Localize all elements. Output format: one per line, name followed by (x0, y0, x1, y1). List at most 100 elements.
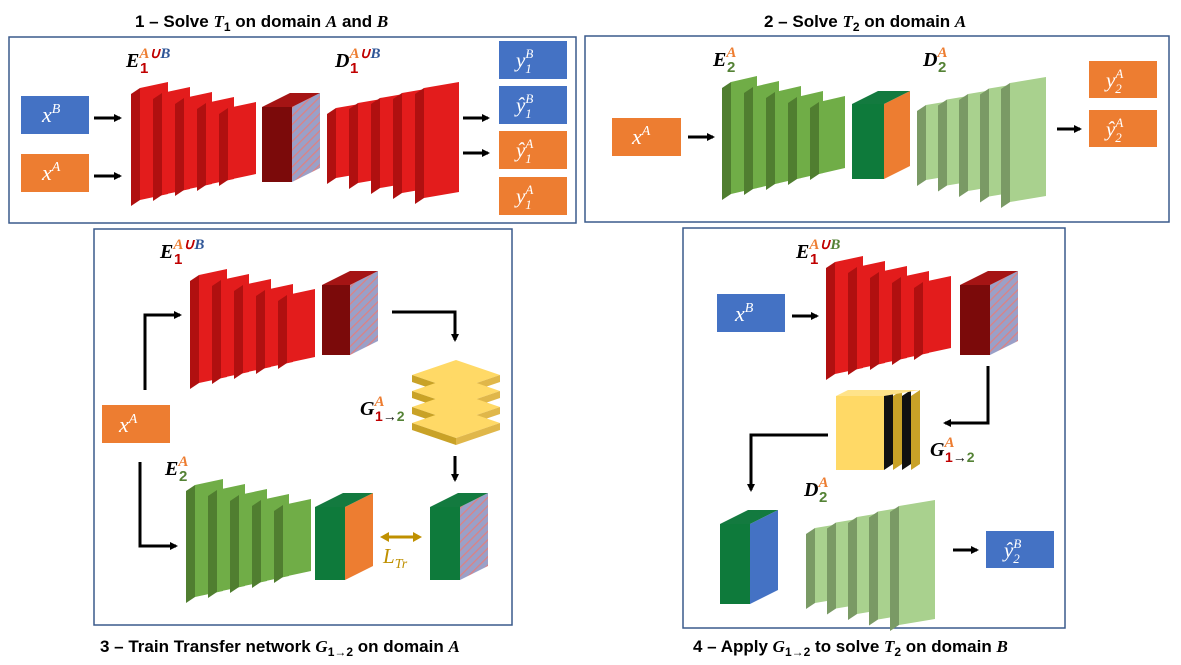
encoder-1-layer-4-side (197, 103, 206, 191)
encoder-2-layer-5-front (819, 96, 845, 174)
encoder-2-label-p3: EA (164, 454, 188, 480)
transfer-top-p4 (836, 390, 920, 396)
panel-2: 2 – Solve T2 on domain A EA 2 DA 2 xA yA… (584, 12, 1170, 223)
decoder-2-layer-p4-4-side (869, 511, 878, 626)
decoder-2-label-p4: DA (803, 475, 828, 501)
arrow-xA-to-encoder-1-p3 (143, 311, 182, 390)
encoder-1-layer-p4-5-side (914, 282, 923, 360)
transfer-stripe-3 (902, 390, 911, 470)
encoder-1-label-p3: EA∪B (159, 237, 204, 263)
encoder-1-layer-p4-4-side (892, 277, 901, 365)
panel-3-title: 3 – Train Transfer network G1→2 on domai… (100, 637, 460, 659)
transfer-stripe-4 (911, 390, 920, 470)
output-yA1-box (499, 177, 567, 215)
input-xA-box-3 (102, 405, 170, 443)
feature-block-p4-front (960, 285, 990, 355)
decoder-2-layer-4-side (980, 88, 989, 203)
encoder-1-layers-p4 (826, 256, 951, 380)
decoder-1-layer-5-side (415, 88, 424, 204)
panel-1-title: 1 – Solve T1 on domain A and B (135, 12, 388, 34)
decoder-1-sub: 1 (350, 60, 358, 77)
decoder-2-layer-5-side (1001, 83, 1010, 208)
encoder-2-layer-2-side (744, 87, 753, 195)
transfer-front-p4 (836, 396, 884, 470)
encoder-1-layer-p3-1-side (190, 275, 199, 389)
input-xA-label-3: xA (118, 412, 138, 437)
encoder-2-layer-p3-3-side (230, 495, 239, 593)
encoder-2-sub: 2 (727, 59, 735, 76)
encoder-2-layer-3-side (766, 92, 775, 190)
transfer-network-label-p4: GA (930, 435, 954, 461)
output-yB1-box (499, 41, 567, 79)
feature-block-p3-front (322, 285, 350, 355)
encoder-1-sub-p4: 1 (810, 251, 818, 268)
loss-arrow-p3 (380, 532, 422, 542)
panel-3-frame (93, 228, 513, 626)
encoder-1-sub: 1 (140, 60, 148, 77)
feature-block-p3-top (322, 271, 378, 285)
decoder-2-layer-2-side (938, 99, 947, 192)
feature-block-p1-top (262, 93, 320, 107)
decoder-1-layer-1-side (327, 108, 336, 184)
encoder-1-layers-p3 (190, 269, 315, 389)
input-xA-box (21, 154, 89, 192)
encoder-2-layer-p3-4-side (252, 500, 261, 588)
arrow-feature-to-transfer-p4 (943, 366, 990, 427)
decoder-2-layer-p4-3-side (848, 517, 857, 620)
arrow-transfer-to-feature-p4 (747, 433, 828, 492)
decoder-1-label: DA∪B (334, 46, 380, 72)
feature-block-transferred-p4-side (750, 510, 778, 604)
feature-block-p2-front (852, 104, 884, 179)
decoder-1-layer-3-side (371, 98, 380, 194)
output-yhatA1-box (499, 131, 567, 169)
feature-block-transferred-p3-front (430, 507, 460, 580)
input-xA-label-2: xA (631, 124, 651, 149)
decoder-1-layers (327, 82, 459, 204)
panel-2-title: 2 – Solve T2 on domain A (764, 12, 966, 34)
feature-block-p1-side (292, 93, 320, 182)
arrow-xA-to-encoder-2-p3 (138, 462, 178, 550)
encoder-2-layer-p3-5-side (274, 505, 283, 583)
transfer-network-stack-p4 (836, 390, 920, 470)
decoder-2-sub: 2 (938, 59, 946, 76)
input-xB-label-4: xB (734, 301, 754, 326)
decoder-2-label: DA (922, 45, 947, 71)
feature-block-transferred-p4-top (720, 510, 778, 524)
input-xB-box-4 (717, 294, 785, 332)
transferred-feature-block-p4 (720, 510, 778, 604)
encoder-1-layer-1-side (131, 88, 140, 206)
loss-label-p3: LTr (382, 544, 408, 572)
panel-1: 1 – Solve T1 on domain A and B EA∪B 1 DA… (8, 12, 577, 224)
encoder-1-layer-p3-2-side (212, 280, 221, 384)
encoder-1-label-p4: EA∪B (795, 237, 840, 263)
input-xB-box (21, 96, 89, 134)
feature-block-p2-top (852, 91, 910, 104)
feature-block-encoder-2-p3-front (315, 507, 345, 580)
encoder-2-layer-4-side (788, 97, 797, 185)
decoder-1-layer-4-side (393, 93, 402, 199)
panel-4: 4 – Apply G1→2 to solve T2 on domain B E… (682, 227, 1066, 659)
encoder-2-layer-p3-1-side (186, 485, 195, 603)
decoder-2-layer-1-side (917, 105, 926, 186)
encoder-1-layer-p4-2-side (848, 267, 857, 375)
output-yhatB1-box (499, 86, 567, 124)
feature-block-transferred-p3-side (460, 493, 488, 580)
feature-block-transferred-p4-front (720, 524, 750, 604)
feature-block-p4-side (990, 271, 1018, 355)
encoder-1-layer-p3-4-side (256, 290, 265, 374)
output-yhatB2-box (986, 531, 1054, 568)
encoder-2-layers (722, 76, 845, 200)
encoder-2-sub-p3: 2 (179, 468, 187, 485)
decoder-2-layer-3-side (959, 94, 968, 197)
feature-block-p1-front (262, 107, 292, 182)
transfer-stripe-2 (893, 390, 902, 470)
encoder-1-layer-5-side (219, 108, 228, 186)
encoder-1-layer-p3-5-front (287, 289, 315, 363)
decoder-2-layer-5-front (1010, 77, 1046, 202)
decoder-2-layers-p4 (806, 500, 935, 631)
decoder-2-layer-p4-5-side (890, 506, 899, 631)
